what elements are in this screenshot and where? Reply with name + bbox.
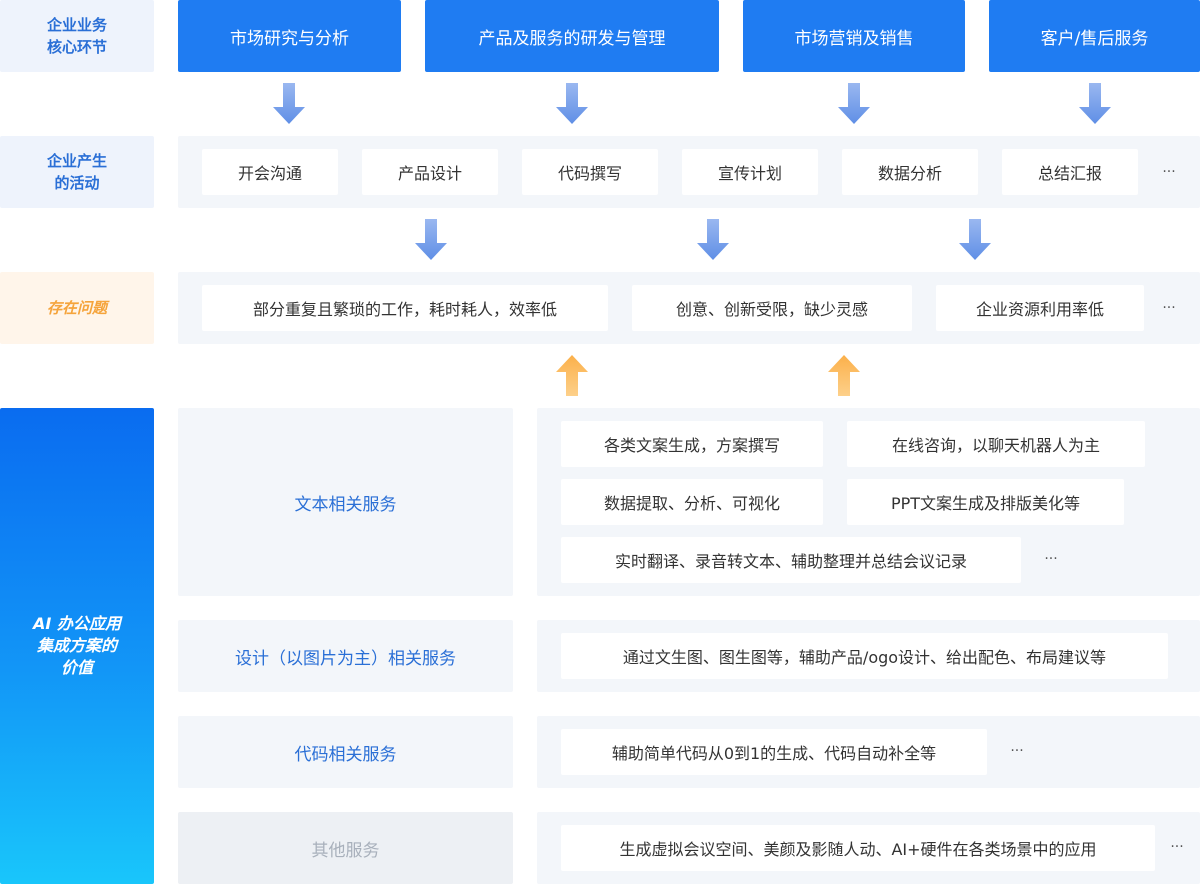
row-label-ai-value: AI 办公应用 集成方案的 价值	[0, 408, 154, 884]
service-chip: 在线咨询，以聊天机器人为主	[847, 421, 1145, 467]
service-chip: 数据提取、分析、可视化	[561, 479, 823, 525]
row-label-core: 企业业务 核心环节	[0, 0, 154, 72]
row-label-problems: 存在问题	[0, 272, 154, 344]
service-chip: 通过文生图、图生图等，辅助产品/ogo设计、给出配色、布局建议等	[561, 633, 1168, 679]
up-arrow-icon	[828, 355, 860, 396]
service-label-code: 代码相关服务	[178, 716, 513, 788]
more-ellipsis: ···	[1170, 839, 1184, 855]
problem-chip: 企业资源利用率低	[936, 285, 1144, 331]
down-arrow-icon	[415, 219, 447, 260]
activity-chip: 总结汇报	[1002, 149, 1138, 195]
row-label-activities: 企业产生 的活动	[0, 136, 154, 208]
down-arrow-icon	[1079, 83, 1111, 124]
service-label-other: 其他服务	[178, 812, 513, 884]
down-arrow-icon	[273, 83, 305, 124]
service-chip: 各类文案生成，方案撰写	[561, 421, 823, 467]
down-arrow-icon	[556, 83, 588, 124]
more-ellipsis: ···	[1162, 300, 1176, 316]
core-stage-product-rd: 产品及服务的研发与管理	[425, 0, 719, 72]
down-arrow-icon	[838, 83, 870, 124]
service-chip: 实时翻译、录音转文本、辅助整理并总结会议记录	[561, 537, 1021, 583]
more-ellipsis: ···	[1044, 551, 1058, 567]
service-label-text: 文本相关服务	[178, 408, 513, 596]
more-ellipsis: ···	[1162, 164, 1176, 180]
service-label-design: 设计（以图片为主）相关服务	[178, 620, 513, 692]
core-stage-marketing-sales: 市场营销及销售	[743, 0, 965, 72]
activity-chip: 开会沟通	[202, 149, 338, 195]
service-chip: 生成虚拟会议空间、美颜及影随人动、AI+硬件在各类场景中的应用	[561, 825, 1155, 871]
activity-chip: 宣传计划	[682, 149, 818, 195]
problem-chip: 部分重复且繁琐的工作，耗时耗人，效率低	[202, 285, 608, 331]
down-arrow-icon	[959, 219, 991, 260]
activity-chip: 代码撰写	[522, 149, 658, 195]
core-stage-market-research: 市场研究与分析	[178, 0, 401, 72]
down-arrow-icon	[697, 219, 729, 260]
activity-chip: 产品设计	[362, 149, 498, 195]
more-ellipsis: ···	[1010, 743, 1024, 759]
activity-chip: 数据分析	[842, 149, 978, 195]
service-chip: 辅助简单代码从0到1的生成、代码自动补全等	[561, 729, 987, 775]
core-stage-customer-service: 客户/售后服务	[989, 0, 1200, 72]
up-arrow-icon	[556, 355, 588, 396]
service-chip: PPT文案生成及排版美化等	[847, 479, 1124, 525]
problem-chip: 创意、创新受限，缺少灵感	[632, 285, 912, 331]
